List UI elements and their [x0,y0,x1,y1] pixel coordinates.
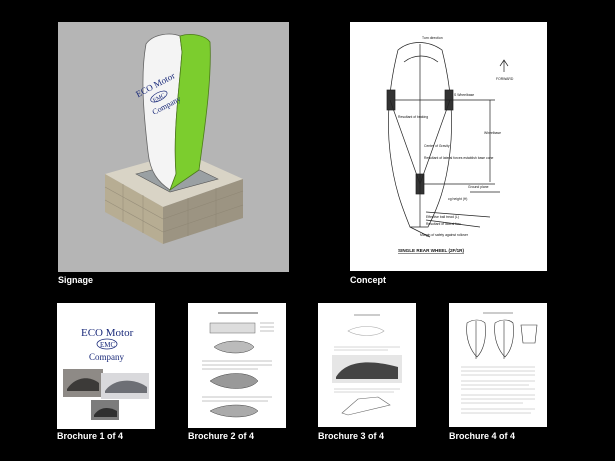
svg-text:Margin of safety against rollo: Margin of safety against rollover [420,233,469,237]
brochure-3-thumbnail[interactable] [318,303,416,427]
svg-text:SINGLE REAR WHEEL (2F/1R): SINGLE REAR WHEEL (2F/1R) [398,248,464,253]
svg-text:ECO Motor: ECO Motor [81,327,134,339]
svg-text:Resultant of lateral forc: Resultant of lateral forc [426,222,461,226]
svg-text:Wheelbase: Wheelbase [484,131,501,135]
svg-text:EMC: EMC [152,93,166,104]
caption-brochure-3: Brochure 3 of 4 [318,431,385,441]
caption-brochure-1: Brochure 1 of 4 [57,431,124,441]
sign-green-side [169,34,211,192]
svg-text:Resultant of lateral forces es: Resultant of lateral forces establish ba… [424,156,493,160]
svg-text:Effective ball tread (L): Effective ball tread (L) [426,215,459,219]
svg-text:cg height (H): cg height (H) [448,197,467,201]
pedestal-right-face [163,179,243,244]
svg-text:Company: Company [89,352,124,362]
caption-brochure-4: Brochure 4 of 4 [449,431,516,441]
pedestal-left-face [105,174,163,244]
svg-text:Resultant of braking: Resultant of braking [398,115,428,119]
svg-text:Turn direction: Turn direction [422,36,443,40]
caption-brochure-2: Brochure 2 of 4 [188,431,255,441]
concept-image[interactable]: Turn direction FORWARD Resultant of brak… [350,22,547,271]
signage-image[interactable]: ECO Motor EMC Company [58,22,289,272]
svg-text:Center of Gravity: Center of Gravity [424,144,450,148]
svg-text:Ground plane: Ground plane [468,185,489,189]
svg-text:EMC: EMC [100,341,116,349]
brochure-2-thumbnail[interactable] [188,303,286,428]
brochure-1-thumbnail[interactable]: ECO Motor EMC Company [57,303,155,429]
caption-concept: Concept [350,275,386,285]
svg-text:FORWARD: FORWARD [496,77,514,81]
brochure-1-logo: ECO Motor EMC Company [81,327,134,362]
caption-signage: Signage [58,275,94,285]
brochure-4-thumbnail[interactable] [449,303,547,427]
svg-text:S Wheelbase: S Wheelbase [454,93,474,97]
